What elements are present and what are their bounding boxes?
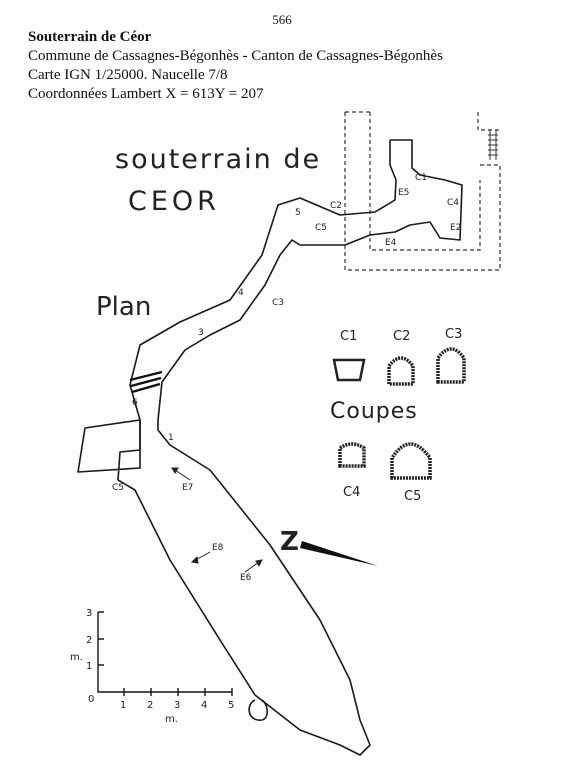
section-c5-label: C5 <box>404 489 421 504</box>
scale-y-2: 2 <box>86 635 92 646</box>
label-e8: E8 <box>212 543 224 553</box>
section-c4-label: C4 <box>343 485 360 500</box>
section-c1 <box>332 358 366 382</box>
label-c2: C2 <box>330 201 342 211</box>
drawing-title-line2: CEOR <box>128 186 220 217</box>
section-c1-label: C1 <box>340 329 357 344</box>
label-c4: C4 <box>447 198 459 208</box>
label-e2: E2 <box>450 223 461 233</box>
scale-x-5: 5 <box>228 700 234 711</box>
label-e5: E5 <box>398 188 409 198</box>
chamber-arrows <box>171 467 263 573</box>
map-labels: C2 C5 C3 C4 C1 E2 E4 E5 E6 E7 E8 C5 4 3 … <box>112 173 461 583</box>
page-number: 566 <box>272 12 292 27</box>
label-c1: C1 <box>415 173 427 183</box>
site-title: Souterrain de Céor <box>28 29 152 45</box>
drawing-title-line1: souterrain de <box>115 144 321 175</box>
section-c5 <box>390 442 432 480</box>
label-5: 5 <box>295 208 301 218</box>
commune-line: Commune de Cassagnes-Bégonhès - Canton d… <box>28 48 443 64</box>
scale-x-3: 3 <box>174 700 180 711</box>
document-header: Souterrain de Céor Commune de Cassagnes-… <box>28 28 443 104</box>
scale-x-unit: m. <box>165 714 178 725</box>
section-c2-label: C2 <box>393 329 410 344</box>
label-4: 4 <box>238 288 244 298</box>
label-e7: E7 <box>182 483 193 493</box>
scale-y-unit: m. <box>70 652 83 663</box>
north-label: Z <box>280 527 299 557</box>
label-e4: E4 <box>385 238 397 248</box>
section-c2 <box>387 356 415 386</box>
section-labels: C1 C2 C3 C4 C5 <box>340 327 462 504</box>
north-arrow: Z <box>280 527 378 566</box>
plan-label: Plan <box>96 292 151 322</box>
stair-lines <box>129 370 163 394</box>
scale-x-0: 0 <box>88 694 94 705</box>
label-c3: C3 <box>272 298 284 308</box>
coordinates-line: Coordonnées Lambert X = 613Y = 207 <box>28 86 264 102</box>
section-c3-label: C3 <box>445 327 462 342</box>
label-c5: C5 <box>315 223 327 233</box>
label-e6: E6 <box>240 573 252 583</box>
scale-x-1: 1 <box>120 700 126 711</box>
section-shapes <box>332 347 466 480</box>
label-6: 6 <box>132 398 138 408</box>
shaft-hatch <box>488 130 498 160</box>
scale-y-3: 3 <box>86 608 92 619</box>
section-c4 <box>338 442 366 468</box>
tunnel-outline <box>77 139 463 756</box>
scale-x-4: 4 <box>201 700 207 711</box>
section-c3 <box>436 347 466 384</box>
map-reference-line: Carte IGN 1/25000. Naucelle 7/8 <box>28 67 228 83</box>
coupes-label: Coupes <box>330 399 418 424</box>
scale-x-2: 2 <box>147 700 153 711</box>
label-3: 3 <box>198 328 204 338</box>
scale-bar <box>97 611 233 696</box>
scale-labels: 0 1 2 3 4 5 m. 1 2 3 m. <box>70 608 234 725</box>
label-1: 1 <box>168 433 174 443</box>
label-c5b: C5 <box>112 483 124 493</box>
dashed-outline <box>344 111 501 271</box>
scale-y-1: 1 <box>86 661 92 672</box>
